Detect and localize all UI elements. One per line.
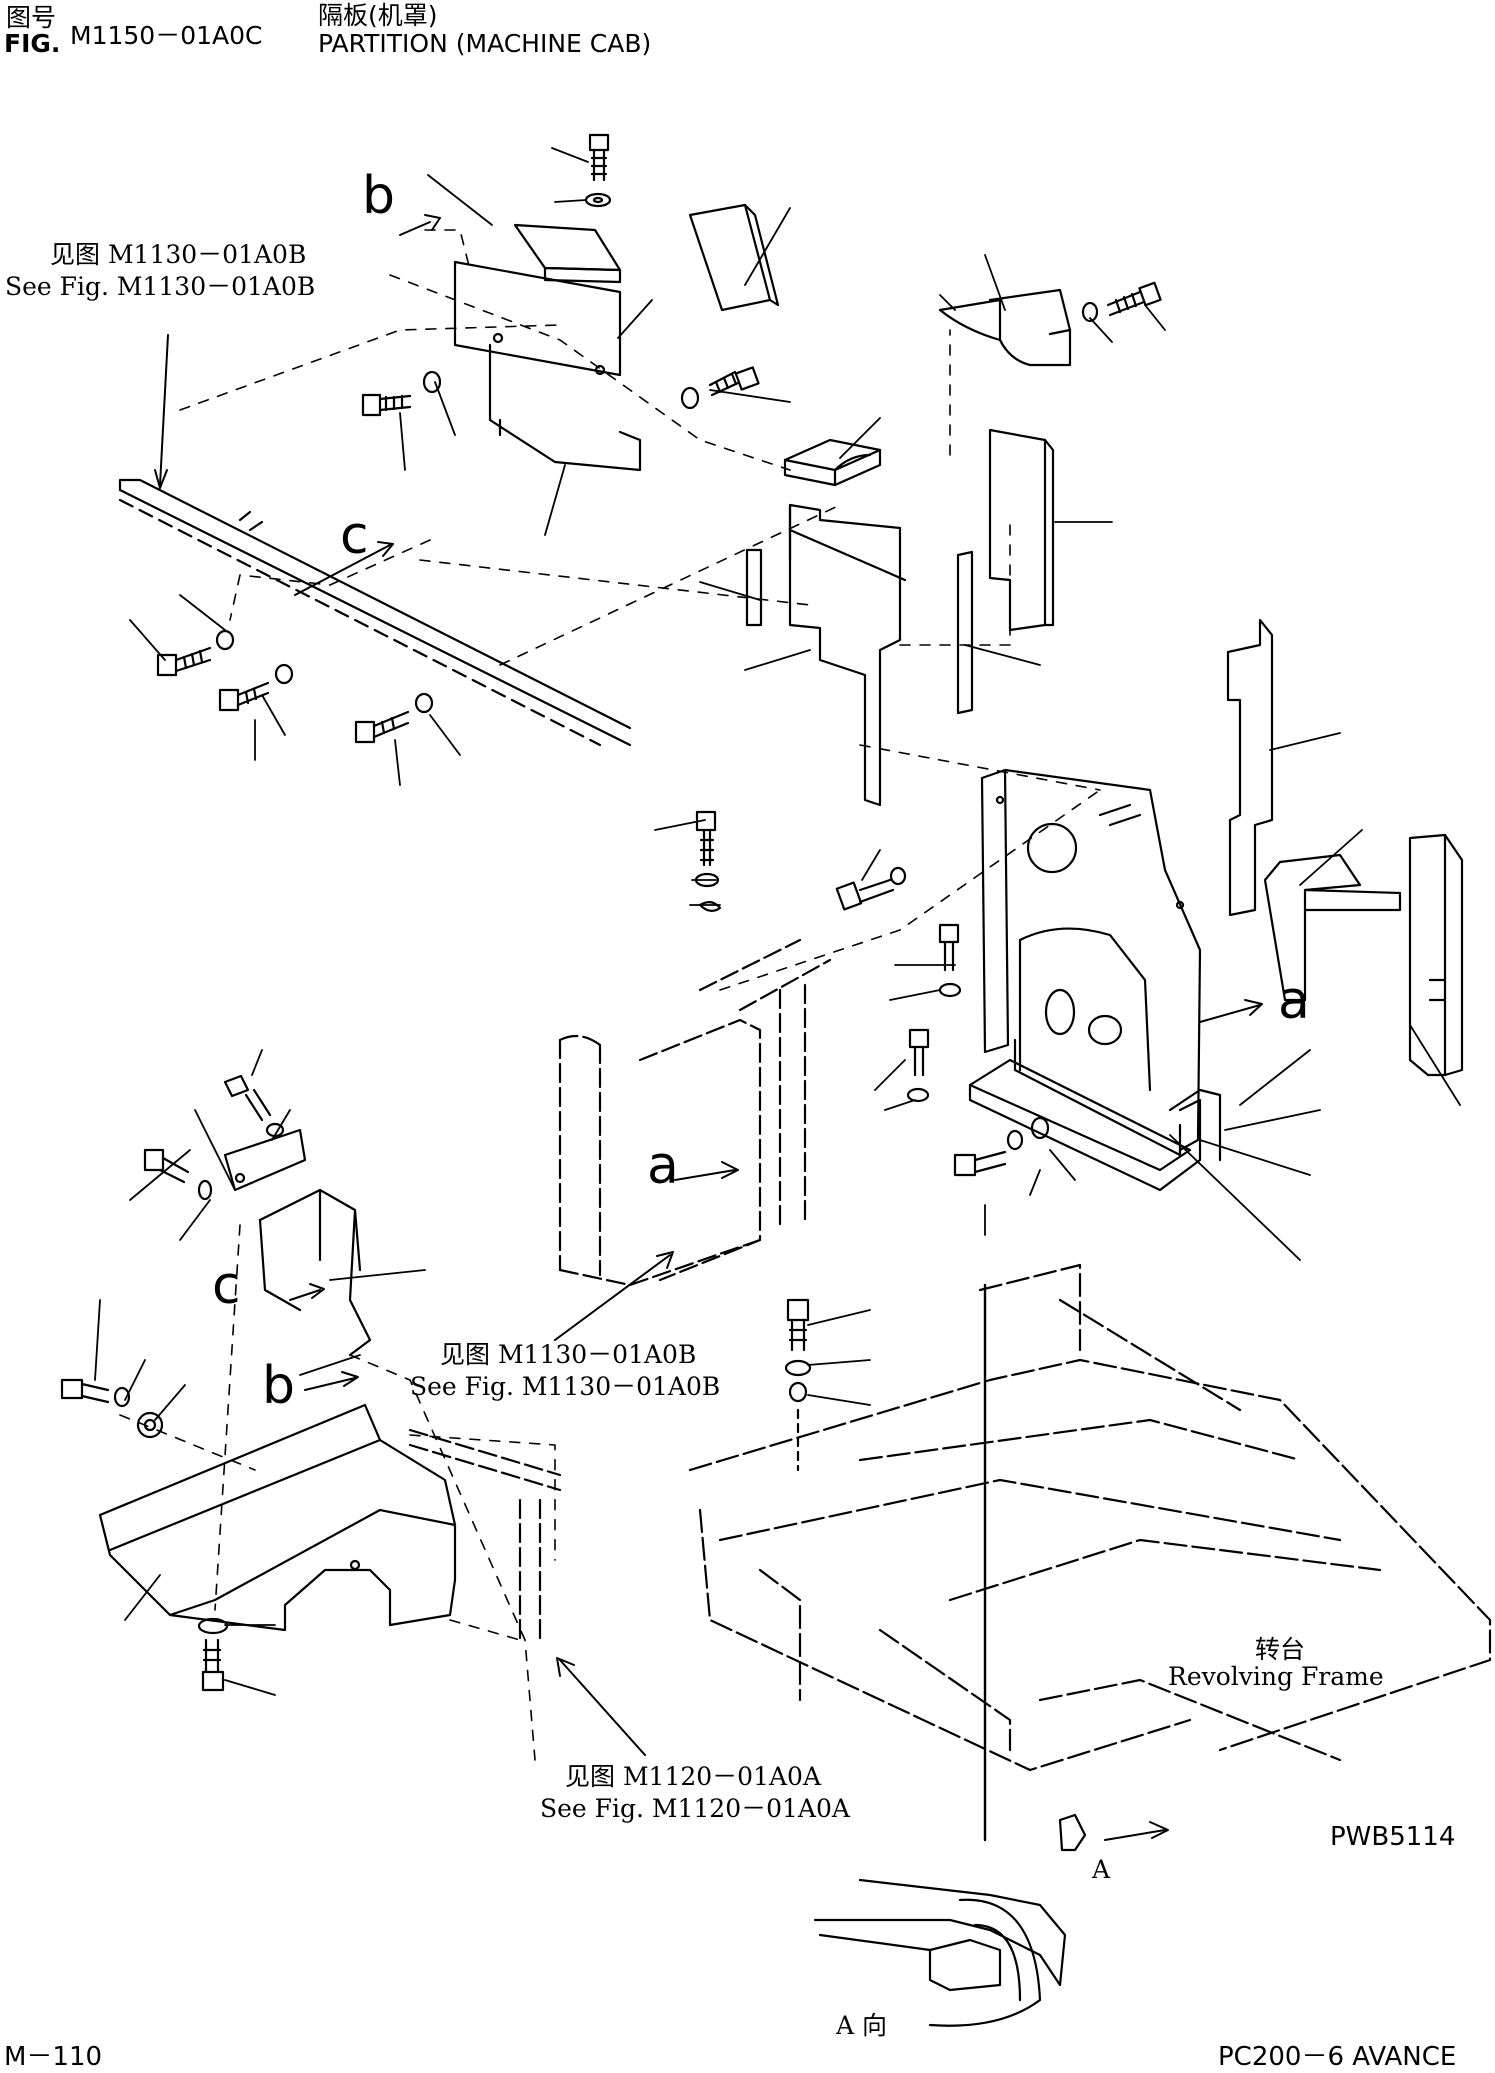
seal-l-shape bbox=[1263, 853, 1402, 1002]
lower-mount-bracket bbox=[258, 1188, 372, 1357]
fig-label-en: FIG. bbox=[4, 29, 61, 58]
bottom-channel bbox=[968, 1058, 1222, 1192]
bolt-right-2 bbox=[835, 866, 907, 911]
revolving-frame bbox=[688, 1263, 1492, 1772]
revolving-frame-en: Revolving Frame bbox=[1168, 1662, 1384, 1691]
dashed-links-lower bbox=[119, 1224, 556, 1761]
view-a-direction-label: A 向 bbox=[836, 2011, 888, 2040]
callout-letter-b-bottom: b bbox=[262, 1356, 296, 1416]
bolt-right-1 bbox=[694, 810, 722, 912]
tall-pad-right bbox=[988, 428, 1055, 632]
leader-lines bbox=[94, 147, 1461, 1696]
lower-cross-frame bbox=[408, 1428, 562, 1642]
seal-tall-right bbox=[1226, 618, 1274, 917]
title-cn: 隔板(机罩) bbox=[318, 1, 438, 30]
callout-arrows bbox=[154, 214, 1263, 1841]
title-en: PARTITION (MACHINE CAB) bbox=[318, 29, 652, 58]
dashed-links-upper bbox=[179, 229, 1101, 991]
bolt-left bbox=[361, 370, 442, 417]
ref-middle-cn: 见图 M1130－01A0B bbox=[440, 1340, 697, 1369]
callout-letter-c-bottom: c bbox=[212, 1256, 241, 1316]
seal-notched bbox=[1408, 833, 1464, 1077]
page-number: M－110 bbox=[4, 2042, 103, 2072]
bolt-bl-2 bbox=[143, 1148, 213, 1201]
fig-label-cn: 图号 bbox=[6, 3, 57, 32]
drawing-code: PWB5114 bbox=[1330, 1822, 1456, 1852]
cab-frame-left bbox=[558, 938, 832, 1287]
upper-rail bbox=[118, 478, 632, 747]
revolving-frame-cn: 转台 bbox=[1255, 1635, 1306, 1664]
bolt-lower-left-2 bbox=[218, 663, 294, 712]
fig-number: M1150－01A0C bbox=[70, 21, 263, 50]
ref-top-left-en: See Fig. M1130－01A0B bbox=[5, 272, 316, 301]
callout-letter-b-top: b bbox=[362, 166, 396, 226]
bolt-lower-left-1 bbox=[156, 629, 235, 677]
mount-bolt-vertical bbox=[784, 1283, 987, 1842]
ref-top-left-cn: 见图 M1130－01A0B bbox=[50, 240, 307, 269]
curved-spacer bbox=[938, 288, 1072, 367]
bolt-lower-left-3 bbox=[354, 692, 434, 744]
ref-bottom-cn: 见图 M1120－01A0A bbox=[565, 1762, 821, 1791]
bolt-right-top bbox=[1081, 281, 1162, 323]
small-saddle bbox=[783, 438, 882, 487]
view-a-label: A bbox=[1092, 1855, 1111, 1884]
upper-pad bbox=[688, 203, 780, 312]
bottom-cover-plate bbox=[98, 1403, 457, 1632]
callout-letter-c-top: c bbox=[340, 506, 369, 566]
lower-bracket-plate bbox=[223, 1128, 307, 1192]
view-a-marker bbox=[1058, 1813, 1087, 1852]
top-seal-block bbox=[513, 223, 622, 284]
machine-model: PC200－6 AVANCE bbox=[1218, 2042, 1457, 2072]
strip-left bbox=[745, 548, 763, 627]
bolt-mid bbox=[680, 366, 760, 410]
bolt-top bbox=[584, 133, 612, 208]
bolt-right-5 bbox=[953, 1116, 1050, 1177]
bolt-bl-4 bbox=[197, 1617, 229, 1692]
main-partition-frame bbox=[980, 768, 1202, 1157]
strip-right bbox=[956, 550, 974, 715]
ref-bottom-en: See Fig. M1120－01A0A bbox=[540, 1794, 850, 1823]
callout-letter-a-right: a bbox=[1278, 971, 1310, 1031]
bolt-bl-1 bbox=[223, 1074, 285, 1138]
view-a-detail bbox=[813, 1878, 1067, 2027]
bolt-right-3 bbox=[938, 923, 962, 998]
top-bracket-plate bbox=[453, 260, 642, 472]
bolt-right-4 bbox=[906, 1028, 930, 1103]
bolt-bl-3 bbox=[60, 1378, 164, 1439]
center-partition-plate bbox=[788, 503, 907, 807]
callout-letter-a-middle: a bbox=[647, 1136, 679, 1196]
ref-middle-en: See Fig. M1130－01A0B bbox=[410, 1372, 721, 1401]
